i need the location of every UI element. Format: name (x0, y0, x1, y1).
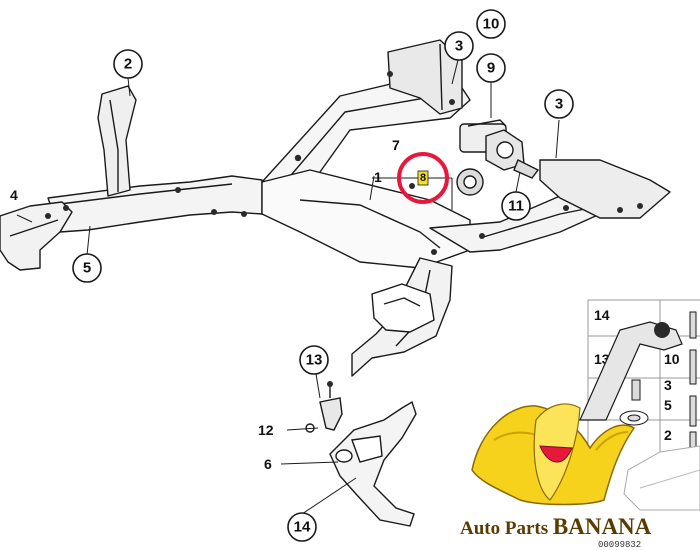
callout-14: 14 (287, 512, 317, 542)
callout-label: 2 (124, 56, 132, 73)
diagram-code: 00099832 (598, 540, 641, 550)
callout-13: 13 (299, 345, 329, 375)
callout-label: 14 (294, 519, 311, 536)
callout-label: 3 (455, 38, 463, 55)
callout-label: 1 (374, 169, 382, 185)
callout-5: 5 (72, 253, 102, 283)
callout-1-text: 1 (374, 169, 382, 185)
callout-2: 2 (113, 49, 143, 79)
callout-7-text: 7 (392, 137, 400, 153)
auto-parts-banana-logo: Auto Parts BANANA (460, 403, 652, 539)
parts-inset: 14 10 13 3 5 2 (579, 299, 700, 511)
control-arm (305, 381, 417, 527)
callout-3-top: 3 (444, 31, 474, 61)
callout-label: 4 (10, 187, 18, 203)
callout-label: 5 (83, 260, 91, 277)
inset-label: 10 (664, 351, 680, 367)
callout-11: 11 (501, 191, 531, 221)
inset-label: 2 (664, 427, 672, 443)
inset-label: 5 (664, 397, 672, 413)
callout-label: 10 (483, 16, 500, 33)
callout-4-text: 4 (10, 187, 18, 203)
callout-3-right: 3 (544, 89, 574, 119)
callout-label: 6 (264, 456, 272, 472)
callout-12-text: 12 (258, 422, 274, 438)
callout-label: 8 (420, 172, 426, 184)
callout-6-text: 6 (264, 456, 272, 472)
callout-label: 11 (508, 198, 524, 215)
callout-9: 9 (476, 53, 506, 83)
inset-label: 3 (664, 377, 672, 393)
inset-label: 14 (594, 307, 610, 323)
front-axle-subframe (0, 39, 671, 377)
bushing-assembly (456, 119, 540, 196)
callout-label: 9 (487, 60, 495, 77)
callout-label: 7 (392, 137, 400, 153)
callout-label: 3 (555, 96, 563, 113)
callout-label: 13 (306, 352, 323, 369)
callout-label: 12 (258, 422, 274, 438)
callout-10: 10 (476, 9, 506, 39)
logo-text: Auto Parts BANANA (460, 514, 652, 539)
callout-group: 2 4 5 3 10 9 3 7 8 1 11 13 12 6 14 (10, 9, 574, 542)
highlight-ring (397, 152, 449, 204)
callout-8-highlight: 8 (397, 152, 449, 204)
